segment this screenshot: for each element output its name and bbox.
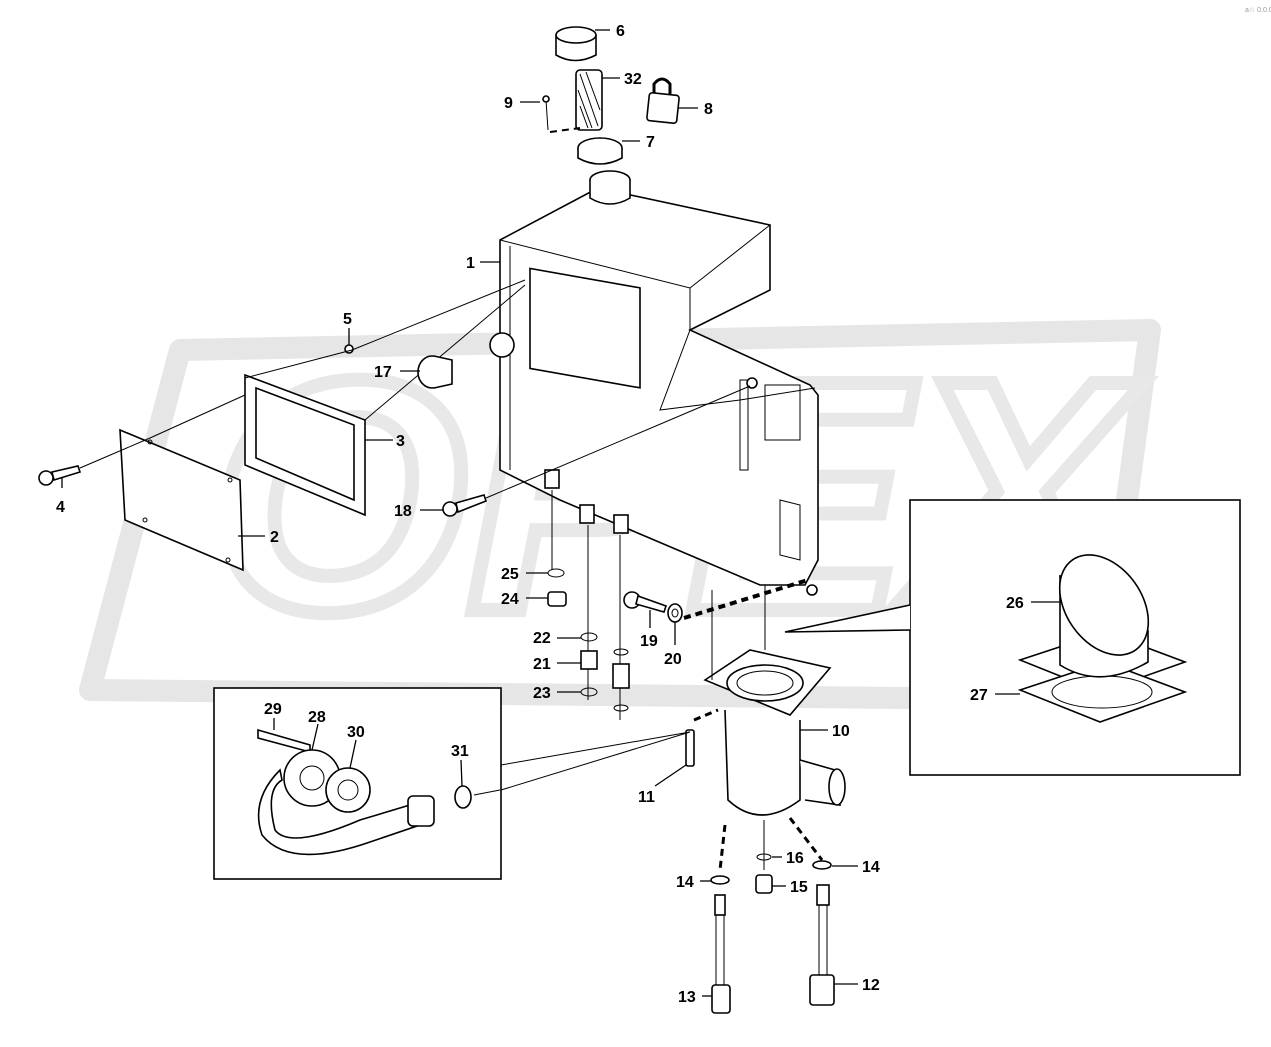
- leader-plate-lines: [79, 279, 526, 469]
- callout-1: 1: [466, 255, 475, 272]
- callout-13: 13: [678, 989, 696, 1006]
- plug-15: [755, 820, 773, 894]
- hydraulic-tank: [489, 170, 819, 596]
- callout-32: 32: [624, 71, 642, 88]
- sensor-12: [788, 817, 835, 1006]
- padlock: [646, 77, 680, 124]
- bolt-4: [38, 465, 82, 486]
- callout-11: 11: [638, 789, 655, 806]
- plug-17: [417, 355, 453, 389]
- corner-mark: a☆ 0.0.0: [1245, 6, 1271, 14]
- suction-housing: [703, 585, 846, 816]
- sensor-13: [710, 824, 731, 1014]
- callout-28: 28: [308, 709, 326, 726]
- callout-10: 10: [832, 723, 850, 740]
- callout-7: 7: [646, 134, 655, 151]
- callout-24: 24: [501, 591, 519, 608]
- leader-lines: [61, 29, 1060, 997]
- callout-8: 8: [704, 101, 713, 118]
- callout-12: 12: [862, 977, 880, 994]
- callout-5: 5: [343, 311, 352, 328]
- bolt-11: [685, 708, 719, 767]
- filler-cap: [555, 26, 597, 62]
- callout-6: 6: [616, 23, 625, 40]
- cover-plate: [119, 428, 244, 572]
- drain-fittings: [547, 490, 630, 720]
- callout-16: 16: [786, 850, 804, 867]
- strainer-screen: [575, 69, 603, 131]
- callout-14-left: 14: [676, 874, 694, 891]
- callout-31: 31: [451, 743, 469, 760]
- bolt-18: [442, 385, 751, 517]
- callout-14-right: 14: [862, 859, 880, 876]
- callout-26: 26: [1006, 595, 1024, 612]
- callout-2: 2: [270, 529, 279, 546]
- small-screw: [542, 95, 581, 133]
- callout-19: 19: [640, 633, 658, 650]
- callout-21: 21: [533, 656, 551, 673]
- callout-20: 20: [664, 651, 682, 668]
- callout-23: 23: [533, 685, 551, 702]
- callout-29: 29: [264, 701, 282, 718]
- callout-17: 17: [374, 364, 392, 381]
- return-pipe-inset: [213, 687, 691, 880]
- washer-20: [667, 603, 683, 623]
- callout-3: 3: [396, 433, 405, 450]
- callout-30: 30: [347, 724, 365, 741]
- bolt-19: [623, 591, 668, 613]
- callout-labels: 1 2 3 4 5 6 7 8 9 10 11 12 13 14 14 15 1…: [56, 23, 1024, 1006]
- callout-27: 27: [970, 687, 988, 704]
- leader-19-to-tank: [683, 578, 809, 620]
- callout-25: 25: [501, 566, 519, 583]
- callout-4: 4: [56, 499, 65, 516]
- callout-15: 15: [790, 879, 808, 896]
- callout-22: 22: [533, 630, 551, 647]
- callout-18: 18: [394, 503, 412, 520]
- callout-9: 9: [504, 95, 513, 112]
- suction-tube-inset: [784, 499, 1241, 776]
- filler-neck-adapter: [577, 137, 623, 165]
- gasket: [244, 373, 366, 517]
